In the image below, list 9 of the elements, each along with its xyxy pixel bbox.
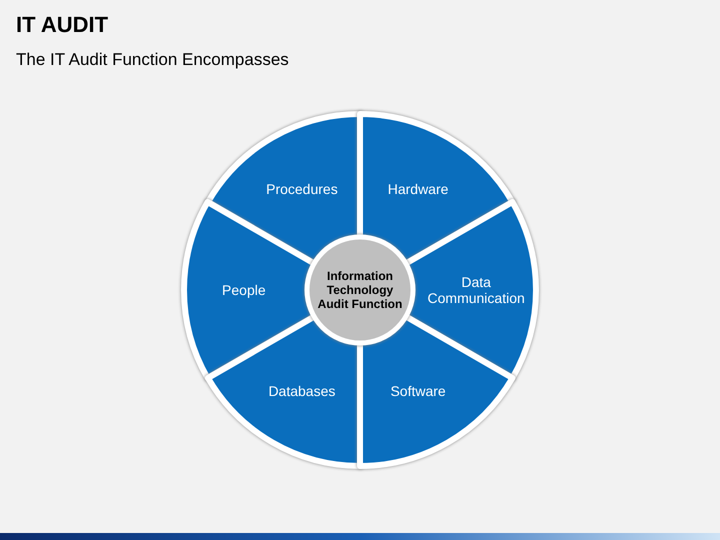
slide-title: IT AUDIT <box>16 12 108 38</box>
slide-subtitle: The IT Audit Function Encompasses <box>16 50 289 70</box>
segment-label: Software <box>389 382 447 399</box>
segment-label: Data Communication <box>426 274 526 306</box>
segment-label: Databases <box>267 382 336 399</box>
segment-label: People <box>221 282 267 298</box>
segment-label: Hardware <box>386 181 450 198</box>
segment-label: Procedures <box>265 181 339 198</box>
center-label: Information Technology Audit Function <box>316 269 404 311</box>
